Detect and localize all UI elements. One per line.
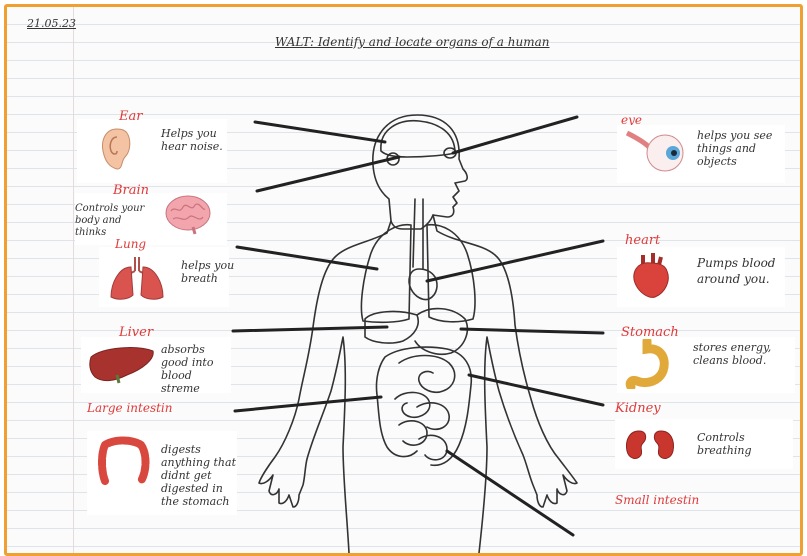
pointer-small-intestine (447, 451, 573, 535)
kidney-icon (623, 427, 677, 465)
label-large-intestine: Large intestin (87, 401, 173, 415)
pointer-liver (233, 327, 387, 331)
lung-icon (107, 253, 167, 303)
label-ear: Ear (119, 109, 142, 124)
small-intestine-shape (395, 356, 455, 460)
label-heart: heart (625, 233, 660, 248)
stomach-description: stores energy, cleans blood. (693, 341, 795, 367)
heart-shape (409, 269, 437, 300)
label-kidney: Kidney (615, 401, 661, 416)
large-intestine-description: digests anything that didnt get digested… (89, 443, 239, 508)
eye-description: helps you see things and objects (697, 129, 781, 168)
pointer-stomach (461, 329, 603, 333)
label-lung: Lung (115, 237, 146, 251)
label-small-intestine: Small intestin (615, 493, 699, 507)
ear-icon (99, 127, 133, 171)
pointer-kidney (469, 375, 603, 405)
kidney-description: Controls breathing (697, 431, 791, 457)
pointer-heart (427, 241, 603, 281)
label-liver: Liver (119, 325, 153, 340)
liver-icon (87, 343, 157, 387)
brain-icon (163, 193, 213, 235)
left-lung (361, 225, 411, 323)
large-intestine-shape (376, 347, 471, 465)
esophagus (413, 199, 423, 269)
lung-description: helps you breath (181, 259, 235, 285)
brain-description: Controls your body and thinks (75, 203, 155, 239)
liver-description: absorbs good into blood streme (161, 343, 231, 395)
left-body-outline (259, 221, 391, 553)
stomach-icon (625, 339, 669, 389)
ear-description: Helps you hear noise. (161, 127, 225, 153)
pointer-large-intestine (235, 397, 381, 411)
heart-description: Pumps blood around you. (697, 255, 787, 287)
heart-icon (629, 251, 673, 301)
pointer-lung (237, 247, 377, 269)
worksheet: 21.05.23 WALT: Identify and locate organ… (4, 4, 803, 556)
pointer-ear (255, 122, 385, 142)
eye-icon (625, 129, 685, 175)
pointer-eye (453, 117, 577, 153)
label-brain: Brain (113, 183, 149, 198)
